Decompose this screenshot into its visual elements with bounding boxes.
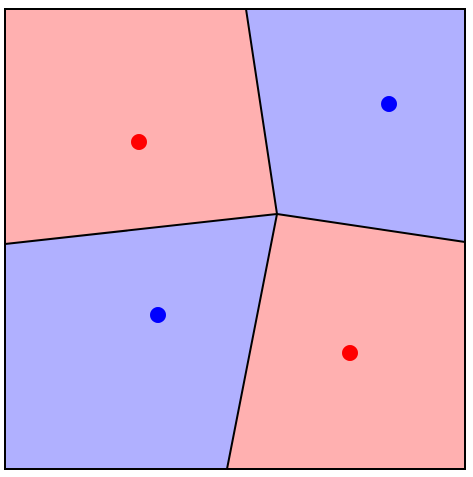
site-top-right — [381, 96, 397, 112]
region-bottom-right — [227, 214, 465, 469]
edge-left — [4, 213, 278, 245]
diagram-border — [4, 8, 466, 470]
region-top-right — [246, 9, 465, 242]
region-top-left — [5, 9, 277, 244]
site-top-left — [131, 134, 147, 150]
edge-bottom — [226, 213, 278, 470]
edge-top — [245, 8, 278, 215]
voronoi-edges — [4, 8, 466, 470]
region-bottom-left — [5, 214, 277, 469]
site-bottom-right — [342, 345, 358, 361]
site-bottom-left — [150, 307, 166, 323]
edge-right — [276, 213, 466, 243]
